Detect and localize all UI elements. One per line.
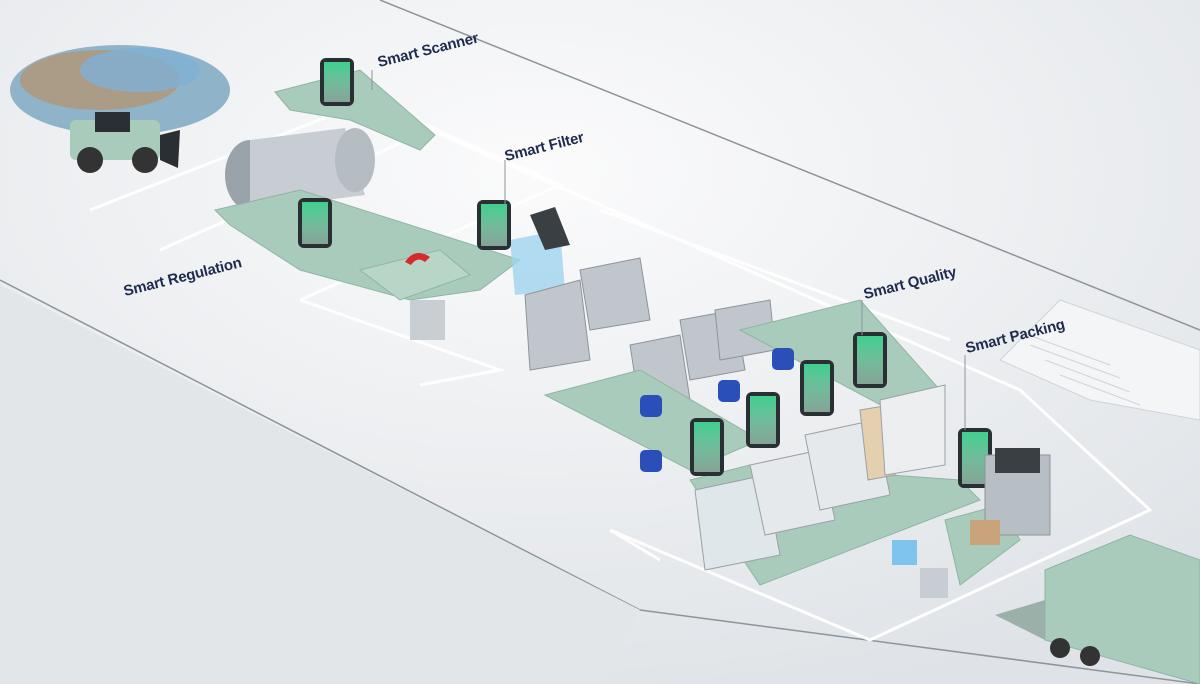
lower-floor (0, 285, 640, 684)
sorting-robots (640, 348, 794, 472)
scanner-gates (298, 58, 992, 488)
rotary-drum (225, 128, 375, 210)
truck (995, 534, 1200, 684)
stairs (999, 299, 1200, 421)
chute (530, 207, 570, 250)
support-pillar (410, 300, 445, 340)
sorting-chutes (524, 257, 776, 411)
label-leaders (371, 70, 966, 430)
packing-machine (970, 448, 1051, 545)
loader-vehicle (70, 112, 180, 173)
collection-bins (694, 384, 946, 571)
magnet (405, 253, 430, 265)
packages (892, 540, 948, 598)
scanner-conveyor (274, 69, 436, 151)
debris-pile (10, 45, 230, 135)
floor-edge (379, 0, 1200, 331)
